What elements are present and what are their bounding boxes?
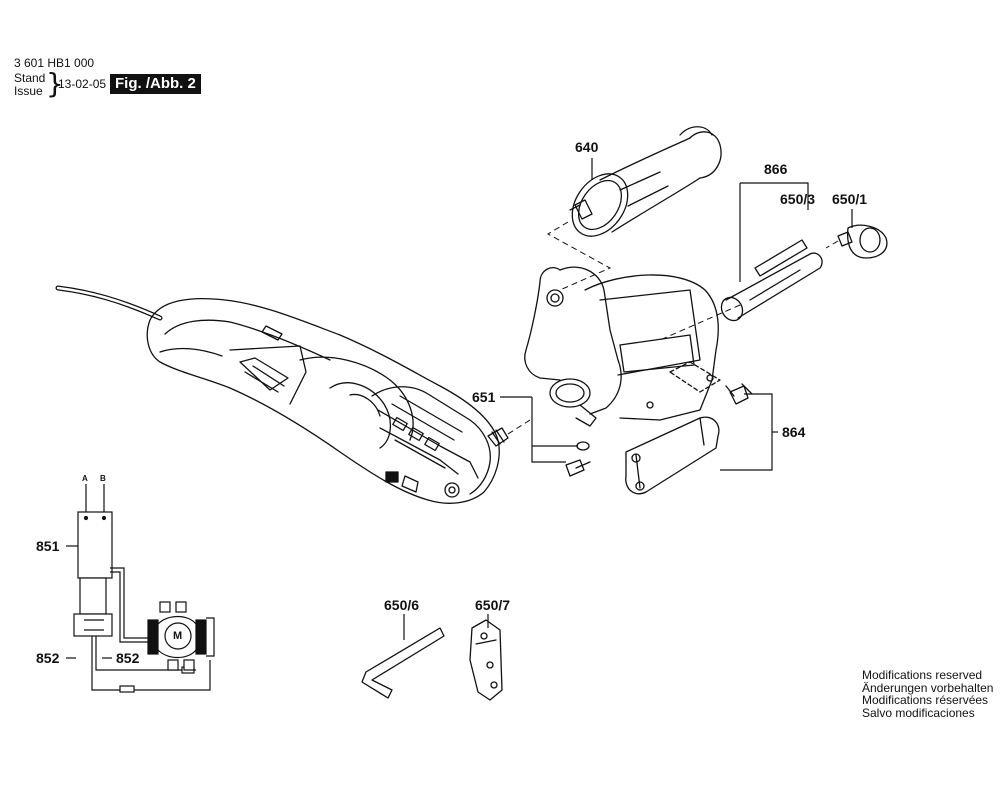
terminal-a-label: A bbox=[82, 474, 88, 483]
note-spanish: Salvo modificaciones bbox=[862, 705, 975, 720]
part-label-866: 866 bbox=[764, 161, 788, 177]
brace-glyph: } bbox=[46, 67, 64, 100]
note-german: Änderungen vorbehalten bbox=[862, 680, 994, 695]
tool-body bbox=[146, 297, 509, 504]
modifications-note: Modifications reserved Änderungen vorbeh… bbox=[862, 669, 993, 719]
terminal-b-label: B bbox=[100, 474, 106, 483]
tube-866 bbox=[720, 239, 823, 322]
part-label-650-7: 650/7 bbox=[475, 597, 511, 613]
allen-key-650-6 bbox=[361, 627, 445, 699]
part-label-650-6: 650/6 bbox=[384, 597, 420, 613]
note-french: Modifications réservées bbox=[862, 693, 989, 707]
stand-label: Stand bbox=[14, 71, 46, 85]
guard-hood-651 bbox=[524, 266, 721, 427]
part-label-650-3: 650/3 bbox=[780, 191, 816, 207]
part-label-852-right: 852 bbox=[116, 650, 140, 666]
figure-tag: Fig. /Abb. 2 bbox=[110, 74, 201, 94]
part-label-852-left: 852 bbox=[36, 650, 60, 666]
note-english: Modifications reserved bbox=[862, 668, 983, 682]
side-plate-864 bbox=[625, 383, 753, 495]
knob-650-1 bbox=[837, 224, 888, 259]
issue-date: 13-02-05 bbox=[58, 77, 107, 91]
issue-label: Issue bbox=[14, 84, 43, 98]
power-cord bbox=[55, 285, 163, 321]
part-label-851: 851 bbox=[36, 538, 60, 554]
screw-and-washer bbox=[565, 441, 591, 477]
part-label-864: 864 bbox=[782, 424, 806, 440]
document-number: 3 601 HB1 000 bbox=[14, 56, 95, 70]
plate-650-7 bbox=[469, 619, 503, 701]
wiring-schematic bbox=[73, 484, 215, 693]
part-label-650-1: 650/1 bbox=[832, 191, 868, 207]
auxiliary-handle-640 bbox=[569, 126, 722, 237]
part-label-640: 640 bbox=[575, 139, 599, 155]
motor-label: M bbox=[173, 630, 183, 642]
part-label-651: 651 bbox=[472, 389, 496, 405]
